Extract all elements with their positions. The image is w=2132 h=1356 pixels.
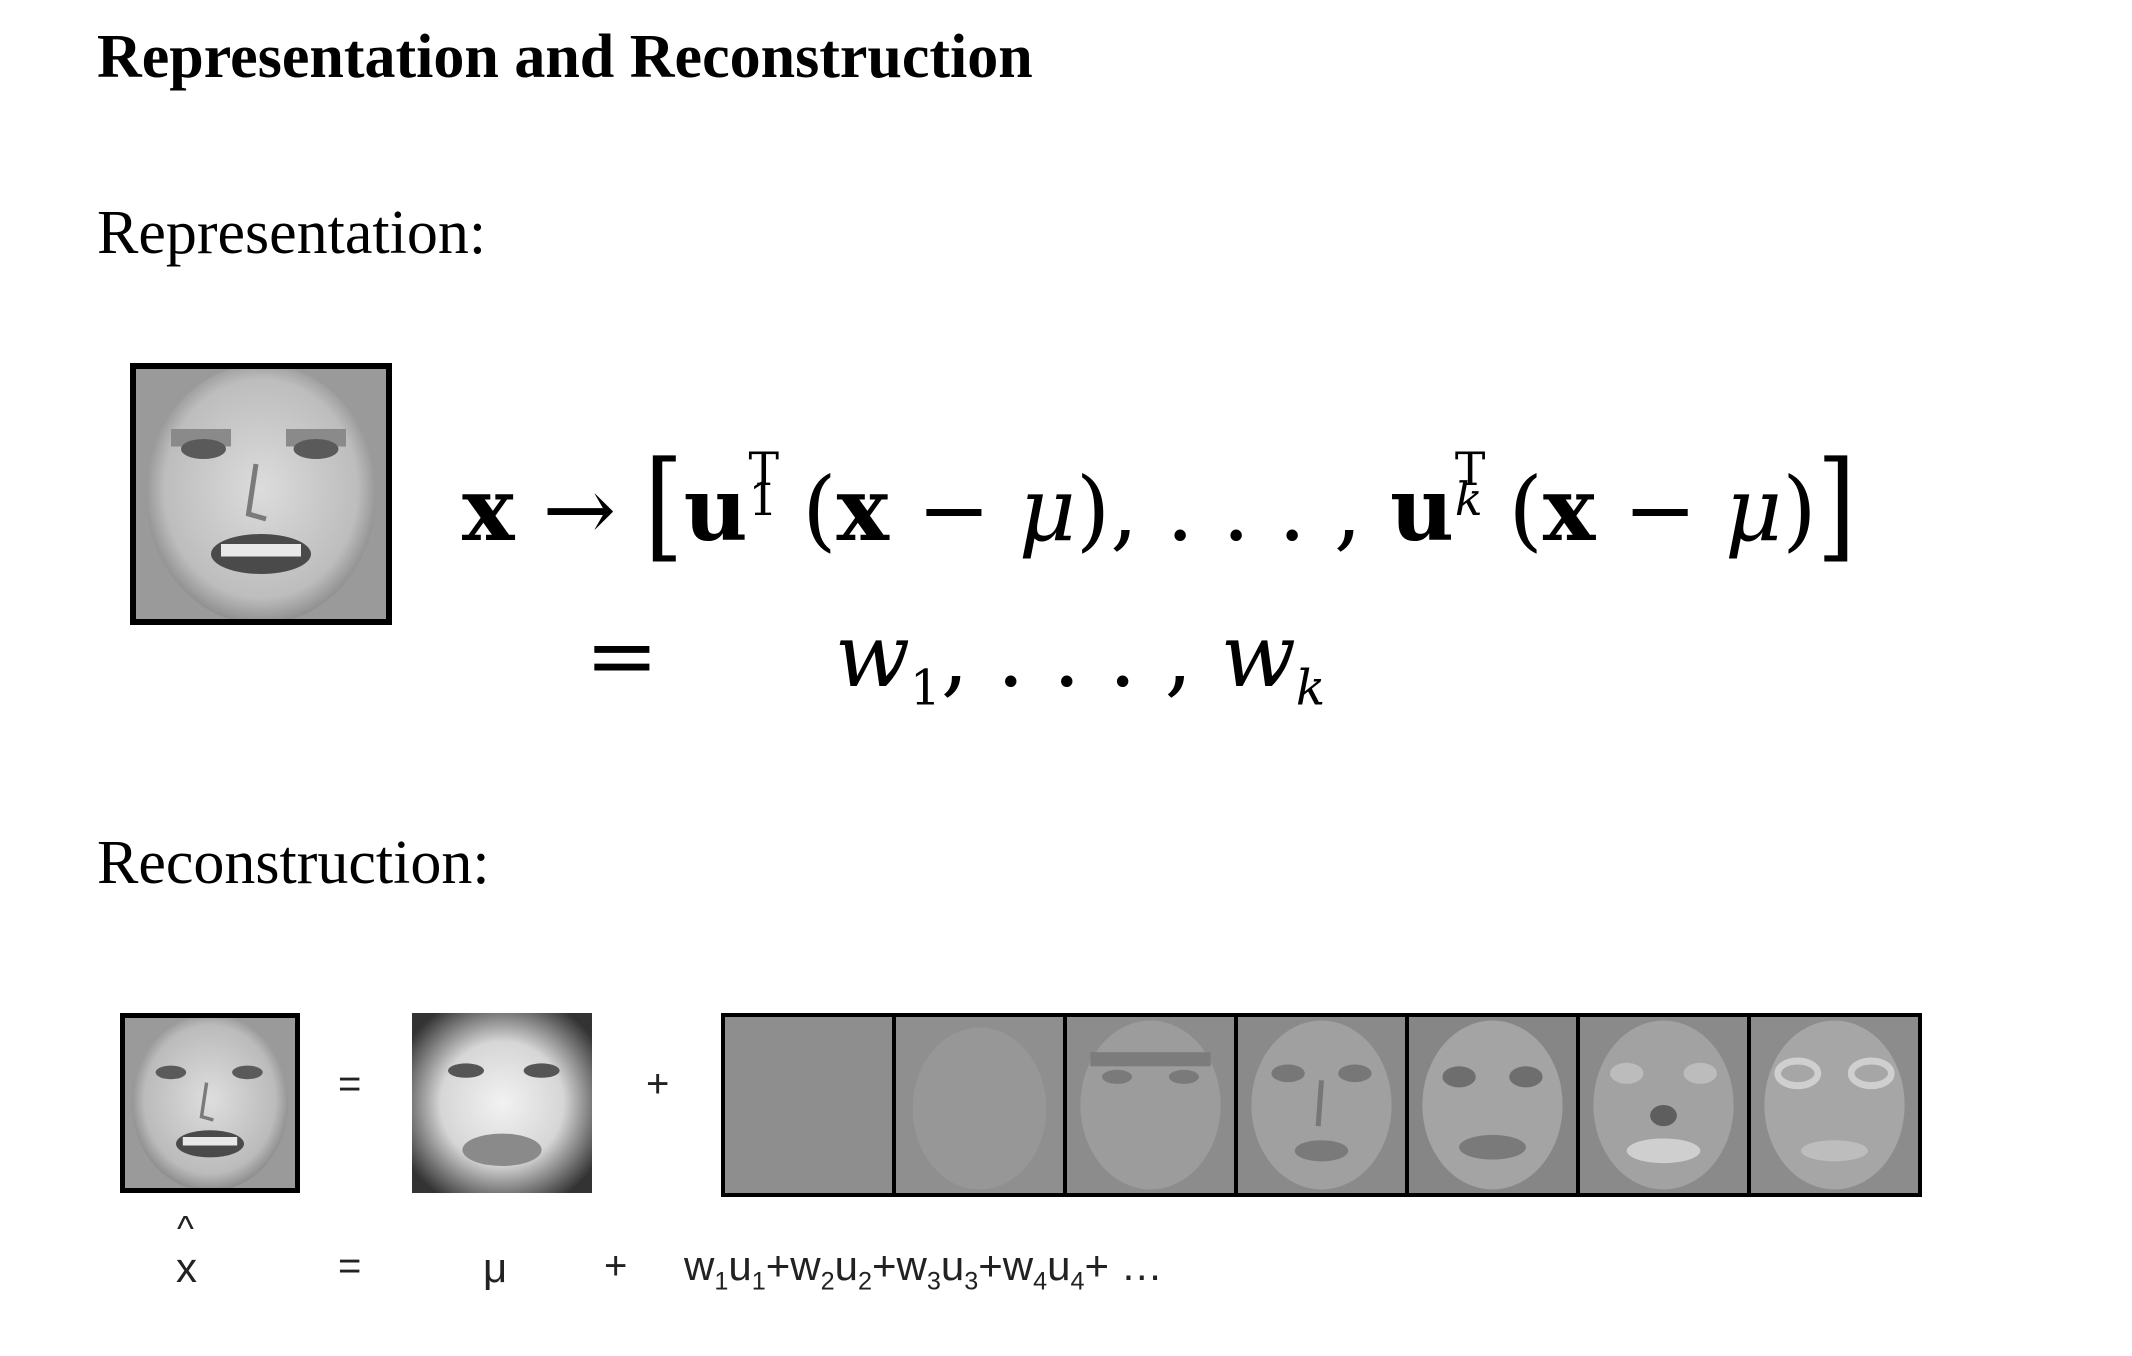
term-idx: 2 — [857, 1267, 872, 1296]
weight-sub-k: k — [1295, 660, 1326, 717]
reconstruction-plus-bottom: + — [604, 1244, 628, 1288]
weights-separator: , . . . , — [940, 604, 1221, 707]
eigenface-6 — [1580, 1017, 1747, 1193]
eigenface-2 — [896, 1017, 1063, 1193]
term-idx: 1 — [714, 1267, 729, 1296]
term-plus: + — [1084, 1242, 1110, 1289]
vector-x-k: x — [1542, 457, 1596, 561]
page-title: Representation and Reconstruction — [97, 23, 1033, 91]
vector-x: x — [462, 457, 515, 561]
open-bracket: [ — [644, 435, 684, 575]
index-sub-1: 1 — [748, 473, 778, 527]
mean-mu-1: μ — [1018, 458, 1076, 561]
term-u: u — [940, 1242, 965, 1289]
mean-face-image — [412, 1013, 592, 1193]
reconstruction-hat: ^ — [177, 1208, 194, 1249]
term-w: w — [896, 1242, 927, 1289]
term-idx: 3 — [926, 1267, 941, 1296]
representation-heading: Representation: — [97, 199, 487, 267]
reconstruction-x-hat: x — [176, 1244, 197, 1291]
term-plus: + — [872, 1242, 897, 1289]
minus-k: − — [1595, 458, 1725, 561]
term-u: u — [834, 1242, 858, 1289]
paren-close-k: ) — [1782, 458, 1817, 561]
input-face-image — [130, 363, 392, 625]
term-idx: 3 — [964, 1267, 979, 1296]
term-idx: 4 — [1033, 1267, 1048, 1296]
term-ellipsis: … — [1109, 1242, 1163, 1289]
transpose-sup-k: T — [1454, 443, 1486, 497]
ellipsis-separator: , . . . , — [1110, 458, 1390, 561]
representation-weights-equation: = w1, . . . , wk — [585, 612, 1325, 713]
term-idx: 1 — [751, 1267, 766, 1296]
paren-open-1: ( — [802, 458, 837, 561]
reconstruction-plus-top: + — [646, 1062, 670, 1106]
paren-open-k: ( — [1508, 458, 1543, 561]
term-u: u — [728, 1242, 752, 1289]
close-bracket: ] — [1816, 435, 1857, 575]
reconstruction-heading: Reconstruction: — [97, 829, 490, 897]
term-idx: 4 — [1070, 1267, 1085, 1296]
reconstruction-mu: μ — [483, 1244, 508, 1291]
weight-sub-1: 1 — [910, 660, 941, 717]
eigenface-1 — [725, 1017, 892, 1193]
reconstruction-equals-top: = — [338, 1062, 362, 1106]
eigenface-3 — [1067, 1017, 1234, 1193]
term-idx: 2 — [820, 1267, 835, 1296]
arrow-symbol: → — [542, 458, 617, 561]
term-u: u — [1047, 1242, 1071, 1289]
basis-uk: u — [1389, 457, 1454, 561]
eigenface-5 — [1409, 1017, 1576, 1193]
reconstruction-equals-bottom: = — [338, 1244, 362, 1288]
term-w: w — [684, 1242, 715, 1289]
transpose-sup-1: T — [748, 443, 780, 497]
reconstruction-weighted-sum: w1u1+w2u2+w3u3+w4u4+ … — [684, 1242, 1163, 1296]
term-w: w — [1002, 1242, 1034, 1289]
eigenface-strip — [721, 1013, 1922, 1197]
eigenface-4 — [1238, 1017, 1405, 1193]
paren-close-1: ) — [1075, 458, 1111, 561]
mean-mu-k: μ — [1725, 458, 1783, 561]
eigenface-7 — [1751, 1017, 1918, 1193]
term-plus: + — [978, 1242, 1003, 1289]
term-plus: + — [765, 1242, 791, 1289]
index-sub-k: k — [1454, 473, 1483, 527]
term-w: w — [790, 1242, 821, 1289]
vector-x-1: x — [836, 457, 889, 561]
minus-1: − — [889, 458, 1019, 561]
weight-wk: w — [1220, 604, 1296, 707]
basis-u1: u — [683, 457, 748, 561]
weight-w1: w — [834, 604, 911, 707]
equals-sign: = — [585, 604, 659, 707]
reconstructed-face-image — [120, 1013, 300, 1193]
